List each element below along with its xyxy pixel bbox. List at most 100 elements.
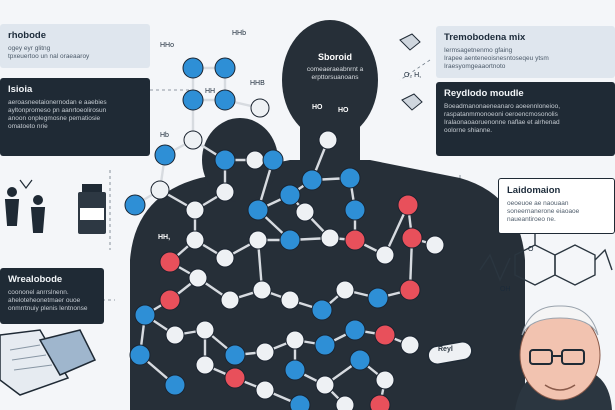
panel-right-light: Laidomaion oeoeuoe ae naouaan soneernane…	[498, 178, 615, 234]
molecule-atom	[250, 98, 270, 118]
molecule-atom	[224, 344, 246, 366]
molecule-atom	[320, 228, 340, 248]
label-o3-right: O	[528, 246, 534, 253]
molecule-atom	[195, 320, 215, 340]
molecule-atom	[279, 229, 301, 251]
panel-title: Laidomaion	[507, 185, 561, 196]
molecule-atom	[159, 251, 181, 273]
molecule-atom	[215, 182, 235, 202]
panel-title: rhobode	[8, 30, 46, 41]
molecule-atom	[400, 335, 420, 355]
molecule-atom	[339, 167, 361, 189]
label-ho-center: HO	[312, 104, 323, 111]
panel-line: ayltonpromeso pn aanrtoeolirosun	[8, 107, 107, 114]
panel-line: aeroasneetaionernodan e aaebies	[8, 99, 107, 106]
panel-line: oolorne shianne.	[444, 127, 493, 134]
molecule-atom	[301, 169, 323, 191]
panel-line: Boeadmanonaeneanaro aoeennloneioo,	[444, 103, 561, 110]
molecule-atom	[401, 227, 423, 249]
panel-line: soneernanerone eiaoaoe	[507, 208, 580, 215]
pill-icon	[427, 340, 473, 366]
label-hho-top: HHo	[160, 42, 175, 49]
label-hhb-mid: HHB	[250, 80, 265, 87]
molecule-atom	[284, 359, 306, 381]
pill-label: Reyl	[438, 346, 453, 353]
panel-line: ogey eyr glitng	[8, 45, 51, 52]
panel-line: oeoeuoe ae naouaan	[507, 200, 569, 207]
people-family-icon	[4, 179, 46, 233]
molecule-atom	[185, 230, 205, 250]
label-hhb-top: HHb	[232, 30, 247, 37]
panel-line: Irapee aenteneoisnesntoseqeu ytsm	[444, 55, 549, 62]
panel-title: Reydlodo moudle	[444, 88, 524, 99]
molecule-atom	[215, 248, 235, 268]
panel-bottom-left-dark: Wrealobode coononel anrrslnenn. aheloteh…	[0, 268, 104, 324]
molecule-atom	[374, 324, 396, 346]
molecule-atom	[248, 230, 268, 250]
molecule-atom	[295, 202, 315, 222]
molecule-atom	[154, 144, 176, 166]
panel-center-label: Sboroid comeaeraeabnrnt a erpttorsuanoan…	[295, 52, 375, 90]
panel-line: aheloteheonetmaer ouoe	[8, 297, 81, 304]
molecule-atom	[220, 290, 240, 310]
panel-line: Iermsagetnenmo gfaing	[444, 47, 513, 54]
panel-top-right: Tremobodena mix Iermsagetnenmo gfaing Ir…	[436, 26, 615, 78]
panel-line: Iralaonaoaoruenonne naflae et alrhenad	[444, 119, 560, 126]
molecule-atom	[164, 374, 186, 396]
label-hh-bond: HH	[205, 88, 216, 95]
molecule-icon-small	[399, 33, 423, 111]
panel-line: erpttorsuanoans	[311, 74, 359, 81]
label-ho-center-2: HO	[338, 107, 349, 114]
label-h-left: HH,	[158, 234, 171, 241]
molecule-atom	[311, 299, 333, 321]
molecule-atom	[344, 229, 366, 251]
molecule-atom	[165, 325, 185, 345]
molecule-atom	[344, 199, 366, 221]
panel-title: Isioia	[8, 84, 33, 95]
molecule-atom	[183, 130, 203, 150]
molecule-atom	[425, 235, 445, 255]
molecule-atom	[245, 150, 265, 170]
molecule-atom	[289, 394, 311, 410]
label-hb-mid: Hb	[160, 132, 169, 139]
molecule-atom	[255, 380, 275, 400]
panel-line: omatoeto nrie	[8, 123, 48, 130]
molecule-atom	[214, 149, 236, 171]
molecule-atom	[279, 184, 301, 206]
chemical-structure-icon	[479, 232, 613, 286]
molecule-icon	[124, 57, 445, 410]
molecule-atom	[280, 290, 300, 310]
panel-title: Wrealobode	[8, 274, 63, 285]
panel-line: raspatanmmonoeoni oeroencmosonolis	[444, 111, 558, 118]
molecule-atom	[314, 334, 336, 356]
molecule-atom	[159, 289, 181, 311]
panel-line: comeaeraeabnrnt a	[306, 66, 364, 73]
panel-line: onmrrtnuiy plenis lentnonse	[8, 305, 88, 312]
molecule-atom	[195, 355, 215, 375]
molecule-atom	[285, 330, 305, 350]
molecule-atom	[397, 194, 419, 216]
molecule-atom	[252, 280, 272, 300]
molecule-atom	[344, 319, 366, 341]
molecule-atom	[188, 268, 208, 288]
clipboard-icon	[0, 329, 97, 396]
molecule-atom	[185, 200, 205, 220]
molecule-atom	[129, 344, 151, 366]
molecule-atom	[375, 370, 395, 390]
panel-left-dark: Isioia aeroasneetaionernodan e aaebies a…	[0, 78, 150, 156]
panel-line: naueantiroeo ne.	[507, 216, 556, 223]
molecule-atom	[369, 394, 391, 410]
elderly-man-icon	[515, 305, 612, 410]
molecule-atom	[214, 57, 236, 79]
panel-line: Iraesyomgeaaortnoto	[444, 63, 506, 70]
molecule-atom	[399, 279, 421, 301]
panel-line: tpxeuertoo un nal oraeaaroy	[8, 53, 90, 60]
panel-right-dark: Reydlodo moudle Boeadmanonaeneanaro aoee…	[436, 82, 615, 156]
molecule-atom	[318, 130, 338, 150]
molecule-atom	[247, 199, 269, 221]
molecule-atom	[214, 89, 236, 111]
molecule-atom	[124, 194, 146, 216]
molecule-atom	[349, 349, 371, 371]
